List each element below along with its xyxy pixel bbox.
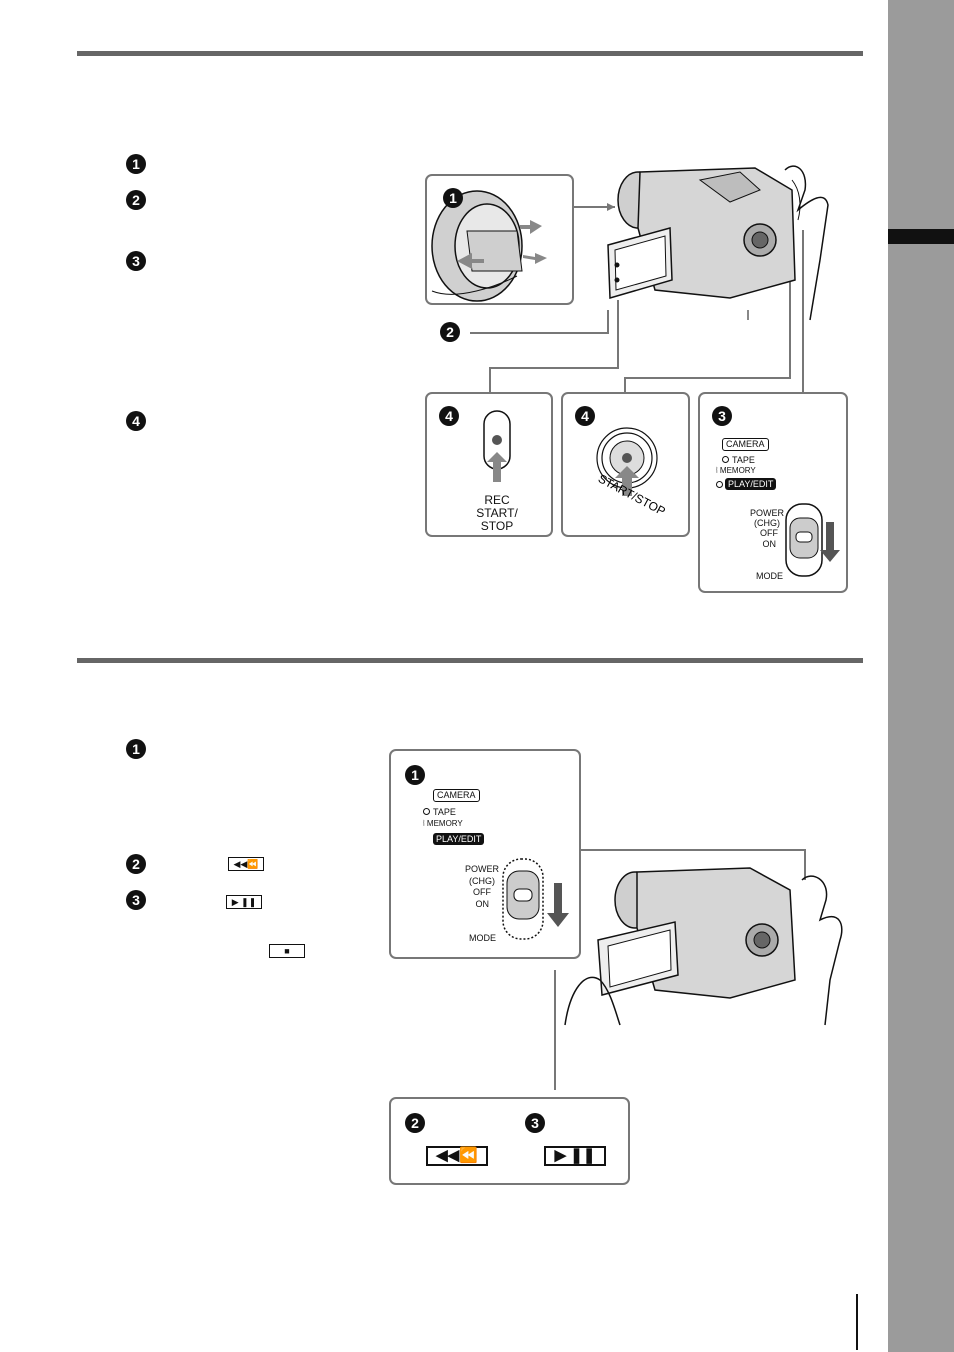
power-switch-inset-2: CAMERA TAPE ⦚ MEMORY PLAY/EDIT POWER (CH… [389,749,581,959]
page-sidebar [888,0,954,1352]
page-number-divider [856,1294,858,1350]
start-stop-button[interactable]: START/STOP [591,424,681,534]
inline-stop-key: ■ [269,944,305,958]
power-label: POWER [749,508,784,518]
chapter-tab [888,229,954,244]
power-switch-inset-1: CAMERA TAPE ⦚ MEMORY PLAY/EDIT POWER (CH… [698,392,848,593]
rec-label-2: START/ [476,506,518,520]
step-2-marker [126,190,146,210]
figure1-illustration [470,165,829,392]
chg-label: (CHG) [754,518,780,528]
play-inset-callout-3 [525,1113,545,1133]
rec-label-3: STOP [480,519,514,533]
play-mode-playedit-label: PLAY/EDIT [433,833,485,845]
play-on-label: ON [475,899,490,909]
rec-start-stop-button[interactable] [481,408,515,488]
inline-rewind-key: ◀◀⏪ [228,857,264,871]
on-label: ON [762,539,777,549]
start-stop-inset: START/STOP [561,392,690,537]
play-off-label: OFF [473,887,491,897]
section-rule-bottom [77,658,863,663]
mode-tape-label: TAPE [722,455,755,465]
hand-illustration [784,165,829,321]
mode-playedit-label: PLAY/EDIT [725,478,777,490]
play-step-2-marker [126,854,146,874]
step-1-marker [126,154,146,174]
lens-cap-illustration [431,190,547,302]
inset-callout-4a [439,406,459,426]
power-switch[interactable] [784,502,844,582]
rec-button-inset: REC START/ STOP [425,392,553,537]
inset-callout-4b [575,406,595,426]
play-mode-memory-label: ⦚ MEMORY [423,819,463,828]
play-chg-label: (CHG) [469,876,495,886]
play-inset-callout-1 [405,765,425,785]
hand-illustration [564,875,843,1026]
callout-2-lcd [440,322,460,342]
arrow-down-icon [547,883,569,927]
mode-label: MODE [756,571,783,581]
play-mode-camera-label: CAMERA [433,789,480,802]
inset-callout-1 [443,188,463,208]
camcorder-illustration [597,867,796,999]
step-4-marker [126,411,146,431]
rec-label-1: REC [484,493,510,507]
play-inset-callout-2 [405,1113,425,1133]
inline-play-pause-key: ▶ ❚❚ [226,895,262,909]
play-power-label: POWER [464,864,499,874]
play-mode-label: MODE [469,933,496,943]
lens-cap-inset [425,174,574,305]
play-power-switch[interactable] [499,855,575,945]
off-label: OFF [760,528,778,538]
camcorder-illustration [607,167,796,320]
mode-camera-label: CAMERA [722,438,769,451]
playback-buttons-inset: ◀◀⏪ ▶ ❚❚ [389,1097,630,1185]
play-step-1-marker [126,739,146,759]
play-pause-button[interactable]: ▶ ❚❚ [544,1146,606,1166]
section-rule-top [77,51,863,56]
rewind-button[interactable]: ◀◀⏪ [426,1146,488,1166]
mode-memory-label: ⦚ MEMORY [716,466,756,475]
mode-playedit-indicator [716,480,723,490]
inset-callout-3 [712,406,732,426]
play-step-3-marker [126,890,146,910]
play-mode-tape-label: TAPE [423,807,456,817]
figure2-illustration [554,849,843,1090]
step-3-marker [126,251,146,271]
arrow-down-icon [820,522,840,562]
